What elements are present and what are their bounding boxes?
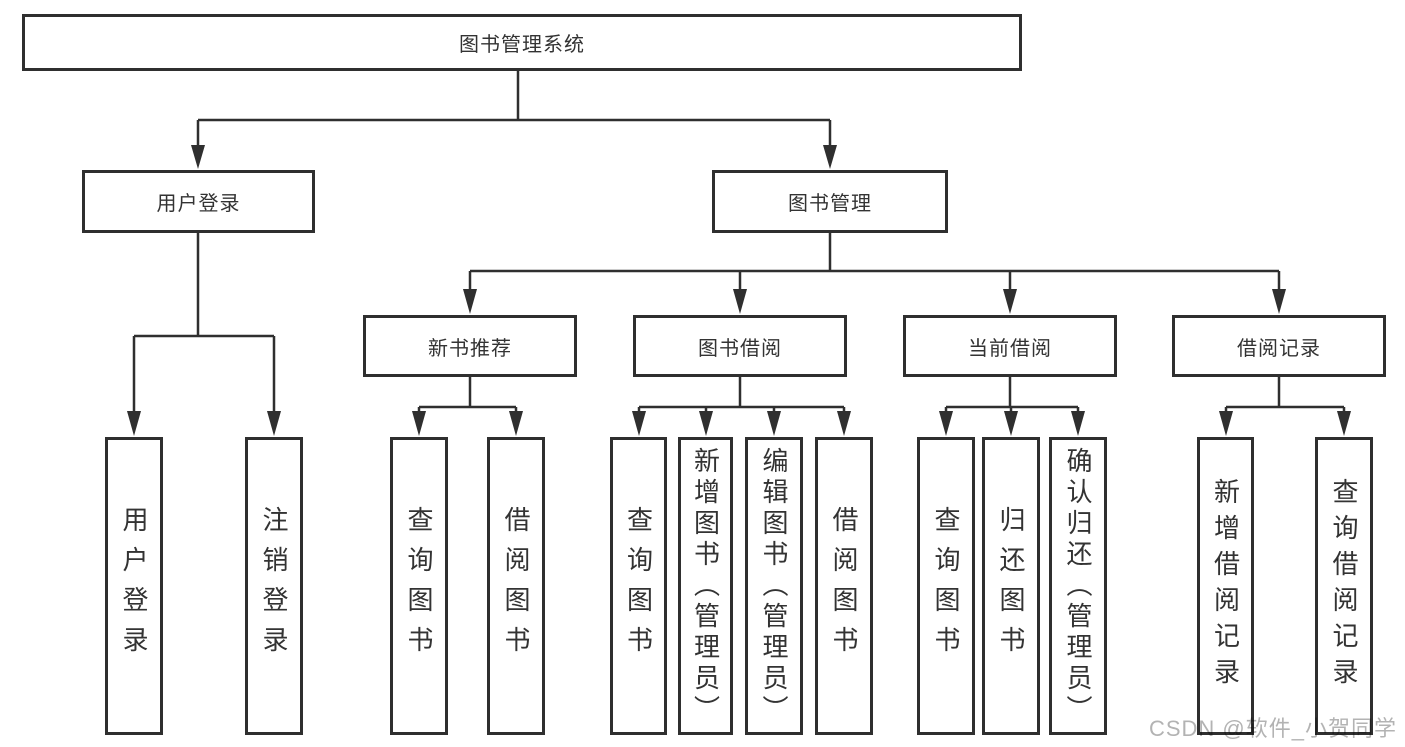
leaf-edit-book-admin-label: 编辑图书（管理员） bbox=[759, 446, 789, 726]
leaf-return-books-label: 归还图书 bbox=[996, 506, 1026, 666]
node-new-book-recommend-label: 新书推荐 bbox=[428, 337, 512, 360]
node-library-system: 图书管理系统 bbox=[22, 14, 1022, 71]
leaf-borrow-books-2: 借阅图书 bbox=[815, 437, 873, 735]
arrowheads bbox=[127, 145, 1351, 436]
leaf-user-login: 用户登录 bbox=[105, 437, 163, 735]
node-library-system-label: 图书管理系统 bbox=[459, 34, 585, 56]
node-borrow-records-label: 借阅记录 bbox=[1237, 337, 1321, 360]
leaf-logout: 注销登录 bbox=[245, 437, 303, 735]
leaf-logout-label: 注销登录 bbox=[259, 506, 289, 666]
leaf-add-book-admin-label: 新增图书（管理员） bbox=[690, 446, 721, 726]
node-user-login: 用户登录 bbox=[82, 170, 315, 233]
node-borrow-records: 借阅记录 bbox=[1172, 315, 1386, 377]
leaf-query-borrow-record-label: 查询借阅记录 bbox=[1329, 478, 1359, 694]
node-current-borrow: 当前借阅 bbox=[903, 315, 1117, 377]
node-book-management: 图书管理 bbox=[712, 170, 948, 233]
leaf-return-books: 归还图书 bbox=[982, 437, 1040, 735]
node-current-borrow-label: 当前借阅 bbox=[968, 337, 1052, 360]
node-book-borrow-label: 图书借阅 bbox=[698, 337, 782, 360]
leaf-confirm-return-admin-label: 确认归还（管理员） bbox=[1063, 446, 1093, 726]
leaf-borrow-books-2-label: 借阅图书 bbox=[829, 506, 859, 666]
leaf-borrow-books-1-label: 借阅图书 bbox=[501, 506, 531, 666]
leaf-query-books-2: 查询图书 bbox=[610, 437, 667, 735]
leaf-add-book-admin: 新增图书（管理员） bbox=[678, 437, 733, 735]
leaf-borrow-books-1: 借阅图书 bbox=[487, 437, 545, 735]
leaf-query-books-3-label: 查询图书 bbox=[931, 506, 961, 666]
node-user-login-label: 用户登录 bbox=[156, 193, 241, 215]
leaf-query-books-1: 查询图书 bbox=[390, 437, 448, 735]
node-book-borrow: 图书借阅 bbox=[633, 315, 847, 377]
leaf-add-borrow-record: 新增借阅记录 bbox=[1197, 437, 1254, 735]
leaf-edit-book-admin: 编辑图书（管理员） bbox=[745, 437, 803, 735]
leaf-query-borrow-record: 查询借阅记录 bbox=[1315, 437, 1373, 735]
leaf-user-login-label: 用户登录 bbox=[119, 506, 149, 666]
leaf-query-books-3: 查询图书 bbox=[917, 437, 975, 735]
leaf-query-books-2-label: 查询图书 bbox=[623, 506, 654, 666]
node-book-management-label: 图书管理 bbox=[788, 193, 872, 215]
leaf-add-borrow-record-label: 新增借阅记录 bbox=[1210, 478, 1241, 694]
leaf-query-books-1-label: 查询图书 bbox=[404, 506, 434, 666]
node-new-book-recommend: 新书推荐 bbox=[363, 315, 577, 377]
leaf-confirm-return-admin: 确认归还（管理员） bbox=[1049, 437, 1107, 735]
